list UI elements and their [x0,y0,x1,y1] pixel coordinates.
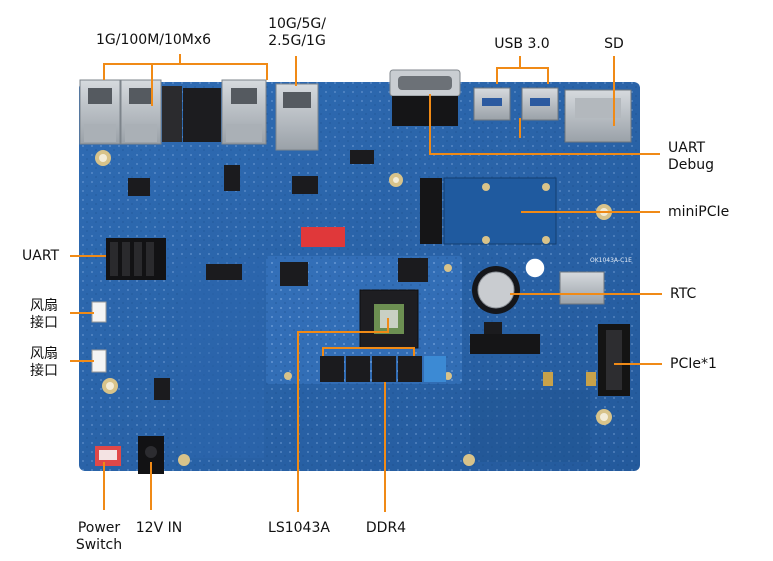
label-10g-line2: 2.5G/1G [268,33,326,49]
misc-ics [128,150,502,400]
label-power-line1: Power [77,520,121,536]
rj45-gigabit-ports [79,79,267,145]
label-uart-debug: UART Debug [668,140,714,174]
label-fan-1: 风扇 接口 [30,298,58,332]
m2-slot [470,334,540,354]
rtc-coin-battery [472,257,546,314]
label-10g-line1: 10G/5G/ [268,16,326,32]
db9-uart-debug-connector [389,69,461,126]
label-rtc: RTC [670,286,697,302]
label-minipcie: miniPCIe [668,204,730,220]
label-gigabit-ethernet: 1G/100M/10Mx6 [96,32,212,48]
label-power-line2: Switch [75,537,123,553]
uart-pin-headers [106,238,166,280]
label-12v-in: 12V IN [135,520,183,536]
label-uart: UART [22,248,60,264]
label-fan-1-line2: 接口 [30,315,58,331]
label-uart-debug-line1: UART [668,140,706,156]
fan-connector-2 [91,349,107,373]
sim-slot [559,271,605,305]
label-ls1043a: LS1043A [268,520,330,536]
callout-lines [70,54,662,512]
label-power-switch: Power Switch [70,520,128,554]
fan-connector-1 [91,301,107,323]
label-10g-ethernet: 10G/5G/ 2.5G/1G [262,16,332,50]
label-fan-2: 风扇 接口 [30,346,58,380]
pcie-x1-slot [598,324,630,396]
usb3-ports [473,87,559,121]
power-switch [95,446,121,466]
label-sd: SD [604,36,624,52]
label-fan-1-line1: 风扇 [30,298,58,314]
label-fan-2-line1: 风扇 [30,346,58,362]
label-uart-debug-line2: Debug [668,157,715,173]
sd-card-slot [564,89,632,143]
label-pcie: PCIe*1 [670,356,717,372]
ddr4-chips [320,356,446,382]
label-ddr4: DDR4 [365,520,407,536]
dip-switch [301,227,345,247]
board-model-silkscreen: OK1043A-C1E [590,257,632,264]
label-usb3: USB 3.0 [494,36,550,52]
label-fan-2-line2: 接口 [30,363,58,379]
